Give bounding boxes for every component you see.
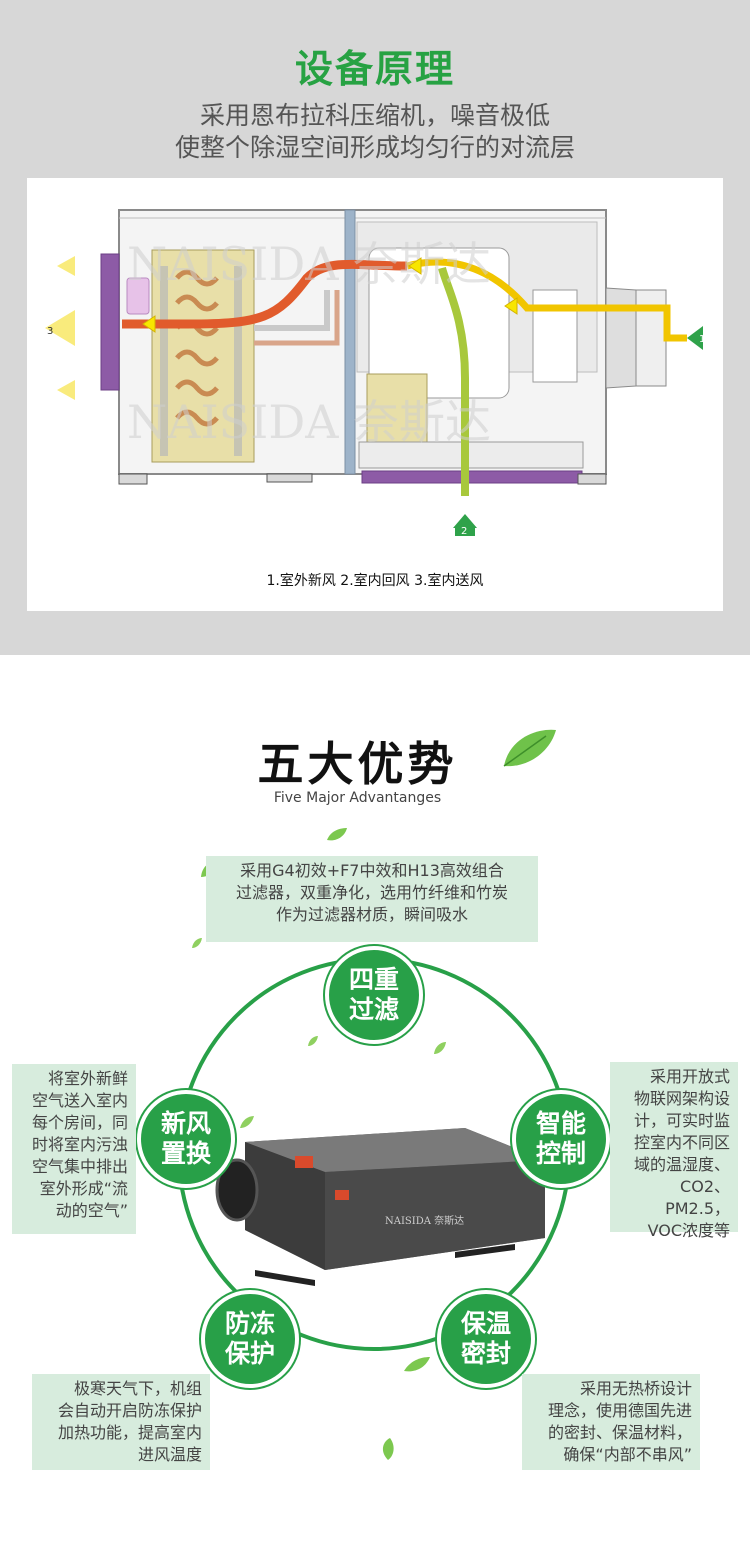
divider-wall: [344, 209, 356, 475]
advantage-node-insulation: 保温 密封: [437, 1290, 535, 1388]
product-front: [325, 1160, 545, 1270]
flow-arrow-1: [142, 315, 156, 333]
flow-arrow-3: [504, 297, 518, 315]
principle-diagram-panel: NAISIDA 奈斯达 NAISIDA 奈斯达 3 1 2 1.室外新: [27, 178, 723, 611]
leaf-icon: [382, 1438, 394, 1460]
outlet-flange: [100, 253, 120, 391]
exhaust-arrow-down: [57, 380, 75, 400]
inlet-duct: [635, 289, 667, 387]
filter-cartridge: [126, 277, 150, 315]
product-duct-outlet: [215, 1158, 259, 1222]
advantage-desc-fresh-air: 将室外新鲜 空气送入室内 每个房间，同 时将室内污浊 空气集中排出 室外形成“流…: [12, 1064, 136, 1234]
leaf-icon: [404, 1357, 430, 1372]
dehumidifier-diagram: NAISIDA 奈斯达 NAISIDA 奈斯达 3 1 2: [45, 209, 705, 537]
advantage-node-fresh-air: 新风 置换: [137, 1090, 235, 1188]
advantage-desc-smart-control: 采用开放式 物联网架构设 计，可实时监 控室内不同区 域的温湿度、 CO2、PM…: [610, 1062, 738, 1240]
fan-housing: [368, 247, 510, 399]
watermark-top: NAISIDA 奈斯达: [127, 237, 491, 291]
airflow-label-2: 2: [461, 526, 467, 537]
advantage-desc-insulation: 采用无热桥设计 理念，使用德国先进 的密封、保温材料， 确保“内部不串风”: [522, 1374, 700, 1470]
product-side: [245, 1142, 325, 1270]
advantage-node-antifreeze: 防冻 保护: [201, 1290, 299, 1388]
product-brand: NAISIDA 奈斯达: [385, 1214, 464, 1227]
principle-subtitle-line-2: 使整个除湿空间形成均匀行的对流层: [174, 133, 575, 162]
return-arrow-2: [453, 514, 477, 528]
leaf-icon: [503, 729, 556, 767]
advantage-node-filter: 四重 过滤: [325, 946, 423, 1044]
advantage-node-smart-control: 智能 控制: [512, 1090, 610, 1188]
watermark-bottom: NAISIDA 奈斯达: [127, 395, 491, 449]
principle-section: 设备原理 采用恩布拉科压缩机，噪音极低 使整个除湿空间形成均匀行的对流层: [0, 0, 750, 655]
airflow-label-3: 3: [47, 326, 53, 337]
leaf-icon: [434, 1042, 446, 1054]
advantage-desc-antifreeze: 极寒天气下，机组 会自动开启防冻保护 加热功能，提高室内 进风温度: [32, 1374, 210, 1470]
airflow-label-1: 1: [699, 334, 705, 345]
product-top: [245, 1128, 545, 1172]
flow-arrow-2: [408, 257, 422, 275]
advantage-desc-filter: 采用G4初效+F7中效和H13高效组合 过滤器，双重净化，选用竹纤维和竹炭 作为…: [206, 856, 538, 942]
inlet-arrow-1: [687, 326, 703, 350]
leaf-icon: [192, 938, 202, 948]
advantages-subtitle: Five Major Advantanges: [273, 790, 442, 806]
principle-title: 设备原理: [294, 47, 455, 91]
principle-subtitle-line-1: 采用恩布拉科压缩机，噪音极低: [199, 101, 550, 130]
leaf-icon: [327, 828, 347, 841]
dehumidifier-product-image: NAISIDA 奈斯达: [215, 1128, 545, 1286]
advantages-title: 五大优势: [257, 737, 458, 791]
exhaust-arrow-mid: [45, 310, 75, 346]
condensate-tray: [358, 441, 584, 469]
airflow-legend: 1.室外新风 2.室内回风 3.室内送风: [266, 573, 484, 589]
exhaust-arrow-up: [57, 256, 75, 276]
leaf-icon: [240, 1116, 254, 1128]
leaf-icon: [308, 1036, 318, 1046]
